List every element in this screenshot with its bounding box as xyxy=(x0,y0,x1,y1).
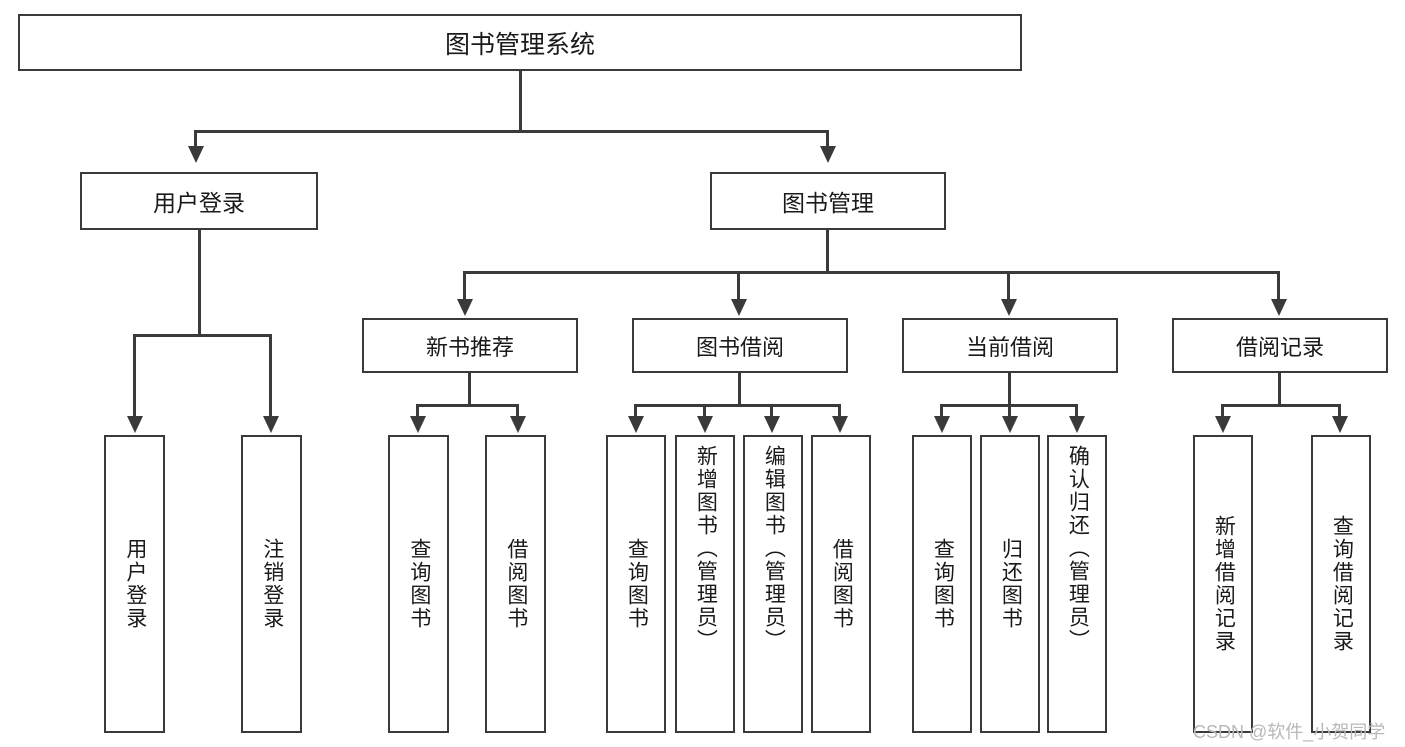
connector-user-login-stem xyxy=(198,230,201,336)
connector-br-1 xyxy=(1221,404,1224,418)
arrow-new-book-to-leaf-1 xyxy=(410,416,426,433)
connector-new-book-stem xyxy=(468,373,471,407)
node-label: 用户登录 xyxy=(153,190,245,216)
node-label: 图书管理系统 xyxy=(444,30,595,59)
connector-book-management-stem xyxy=(826,230,829,274)
node-label: 新书推荐 xyxy=(425,334,514,360)
node-borrow-record[interactable]: 借阅记录 xyxy=(1172,318,1388,373)
node-new-book-recommend[interactable]: 新书推荐 xyxy=(362,318,578,373)
connector-user-login-left xyxy=(133,334,136,418)
node-root-book-management-system[interactable]: 图书管理系统 xyxy=(18,14,1022,71)
node-label: 图书管理 xyxy=(782,190,874,216)
arrow-book-borrow-to-leaf-1 xyxy=(628,416,644,433)
connector-borrow-record-bar xyxy=(1221,404,1341,407)
leaf-label: 查询图书 xyxy=(625,538,649,630)
leaf-label: 查询借阅记录 xyxy=(1330,515,1354,653)
arrow-current-borrow-to-leaf-2 xyxy=(1002,416,1018,433)
connector-cb-1 xyxy=(940,404,943,418)
leaf-label: 借阅图书 xyxy=(830,538,854,630)
leaf-label: 查询图书 xyxy=(931,538,955,630)
connector-book-management-bar xyxy=(463,271,1280,274)
arrow-current-borrow-to-leaf-3 xyxy=(1069,416,1085,433)
leaf-query-book-recommend[interactable]: 查询图书 xyxy=(388,435,449,733)
arrow-book-borrow-to-leaf-2 xyxy=(697,416,713,433)
node-book-management[interactable]: 图书管理 xyxy=(710,172,946,230)
leaf-logout-login[interactable]: 注销登录 xyxy=(241,435,302,733)
connector-root-bar xyxy=(194,130,828,133)
connector-current-borrow-stem xyxy=(1008,373,1011,407)
arrow-borrow-record-to-leaf-1 xyxy=(1215,416,1231,433)
arrow-user-login-to-leaf-2 xyxy=(263,416,279,433)
arrow-root-to-book-management xyxy=(820,146,836,163)
connector-bb-3 xyxy=(770,404,773,418)
leaf-label: 借阅图书 xyxy=(504,538,528,630)
connector-root-stem xyxy=(519,71,522,132)
node-label: 当前借阅 xyxy=(965,334,1054,360)
leaf-query-book-borrow[interactable]: 查询图书 xyxy=(606,435,666,733)
connector-bm-to-borrow-record xyxy=(1277,271,1280,301)
connector-new-book-right xyxy=(516,404,519,418)
leaf-edit-book-admin[interactable]: 编辑图书（管理员） xyxy=(743,435,803,733)
connector-root-to-user-login xyxy=(194,130,197,148)
connector-root-to-book-management xyxy=(826,130,829,148)
leaf-query-borrow-record[interactable]: 查询借阅记录 xyxy=(1311,435,1371,733)
connector-bb-4 xyxy=(838,404,841,418)
leaf-query-book-current[interactable]: 查询图书 xyxy=(912,435,972,733)
arrow-bm-to-borrow-record xyxy=(1271,299,1287,316)
connector-borrow-record-stem xyxy=(1278,373,1281,407)
connector-cb-2 xyxy=(1008,404,1011,418)
leaf-add-borrow-record[interactable]: 新增借阅记录 xyxy=(1193,435,1253,733)
leaf-label: 新增图书（管理员） xyxy=(694,445,718,652)
arrow-bm-to-book-borrow xyxy=(731,299,747,316)
arrow-bm-to-new-book-recommend xyxy=(457,299,473,316)
connector-bb-1 xyxy=(634,404,637,418)
arrow-borrow-record-to-leaf-2 xyxy=(1332,416,1348,433)
leaf-add-book-admin[interactable]: 新增图书（管理员） xyxy=(675,435,735,733)
connector-user-login-bar xyxy=(133,334,272,337)
leaf-borrow-book[interactable]: 借阅图书 xyxy=(811,435,871,733)
connector-user-login-right xyxy=(269,334,272,418)
connector-bm-to-book-borrow xyxy=(737,271,740,301)
connector-new-book-left xyxy=(416,404,419,418)
arrow-current-borrow-to-leaf-1 xyxy=(934,416,950,433)
leaf-label: 用户登录 xyxy=(123,538,147,630)
leaf-label: 新增借阅记录 xyxy=(1212,515,1236,653)
arrow-book-borrow-to-leaf-4 xyxy=(832,416,848,433)
leaf-return-book[interactable]: 归还图书 xyxy=(980,435,1040,733)
connector-bm-to-current-borrow xyxy=(1007,271,1010,301)
leaf-borrow-book-recommend[interactable]: 借阅图书 xyxy=(485,435,546,733)
connector-bm-to-new-book xyxy=(463,271,466,301)
node-label: 借阅记录 xyxy=(1235,334,1324,360)
node-label: 图书借阅 xyxy=(695,334,784,360)
node-current-borrow[interactable]: 当前借阅 xyxy=(902,318,1118,373)
connector-new-book-bar xyxy=(416,404,519,407)
connector-bb-2 xyxy=(703,404,706,418)
leaf-label: 查询图书 xyxy=(407,538,431,630)
leaf-label: 注销登录 xyxy=(260,538,284,630)
connector-cb-3 xyxy=(1075,404,1078,418)
arrow-user-login-to-leaf-1 xyxy=(127,416,143,433)
node-user-login[interactable]: 用户登录 xyxy=(80,172,318,230)
leaf-label: 编辑图书（管理员） xyxy=(762,445,786,652)
leaf-user-login[interactable]: 用户登录 xyxy=(104,435,165,733)
connector-book-borrow-stem xyxy=(738,373,741,407)
leaf-label: 确认归还（管理员） xyxy=(1066,445,1090,652)
arrow-new-book-to-leaf-2 xyxy=(510,416,526,433)
leaf-confirm-return-admin[interactable]: 确认归还（管理员） xyxy=(1047,435,1107,733)
connector-br-2 xyxy=(1338,404,1341,418)
node-book-borrow[interactable]: 图书借阅 xyxy=(632,318,848,373)
arrow-book-borrow-to-leaf-3 xyxy=(764,416,780,433)
connector-book-borrow-bar xyxy=(634,404,841,407)
arrow-root-to-user-login xyxy=(188,146,204,163)
arrow-bm-to-current-borrow xyxy=(1001,299,1017,316)
leaf-label: 归还图书 xyxy=(999,538,1023,630)
